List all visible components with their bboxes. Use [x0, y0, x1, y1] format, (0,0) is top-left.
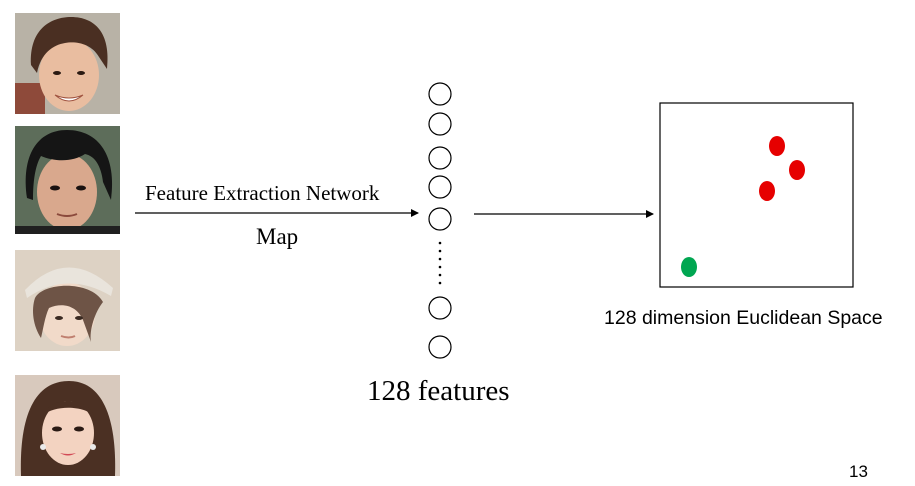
feature-node [428, 296, 452, 320]
face-photo-1 [15, 13, 120, 114]
map-label: Map [256, 224, 299, 249]
features-count-label: 128 features [367, 375, 510, 407]
feature-node [428, 146, 452, 170]
embedding-point [789, 160, 805, 180]
feature-node [428, 207, 452, 231]
embedding-points [681, 136, 805, 277]
page-number: 13 [849, 462, 868, 481]
feature-extraction-label: Feature Extraction Network [145, 181, 380, 205]
feature-node [428, 175, 452, 199]
face-photo-4 [15, 375, 120, 476]
feature-vector [428, 82, 452, 359]
feature-node [428, 335, 452, 359]
euclidean-space-label: 128 dimension Euclidean Space [604, 307, 883, 329]
face-photo-2 [15, 126, 120, 234]
euclidean-space-box [659, 102, 854, 288]
embedding-point [681, 257, 697, 277]
feature-node [428, 82, 452, 106]
feature-node [428, 112, 452, 136]
face-photo-3 [15, 250, 120, 351]
ellipsis-dots [438, 241, 442, 285]
embedding-point [759, 181, 775, 201]
embedding-point [769, 136, 785, 156]
